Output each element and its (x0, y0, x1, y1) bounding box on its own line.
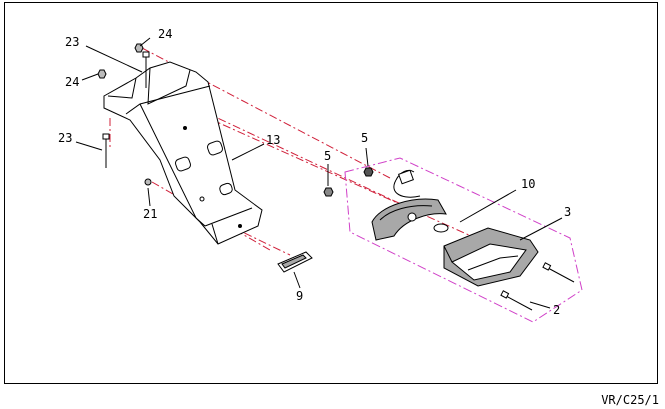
tail-light-housing (443, 227, 539, 287)
diagram-reference-code: VR/C25/1 (601, 393, 659, 407)
callout-10: 10 (521, 177, 535, 191)
callout-5-b: 5 (361, 131, 368, 145)
callout-24-left: 24 (65, 75, 79, 89)
callout-3: 3 (564, 205, 571, 219)
screw-2-lower (500, 290, 533, 311)
washer-21 (144, 178, 152, 186)
callout-2: 2 (553, 303, 560, 317)
callout-21: 21 (143, 207, 157, 221)
leader-lines (75, 37, 563, 309)
reflector-9 (277, 251, 313, 273)
nut-24-top (134, 43, 144, 53)
tail-light-assembly-outline (344, 157, 583, 323)
callout-23-left: 23 (58, 131, 72, 145)
lamp-socket-assembly (371, 169, 449, 241)
screw-23-left (102, 133, 110, 168)
callout-5-a: 5 (324, 149, 331, 163)
callout-24-top: 24 (158, 27, 172, 41)
callout-9: 9 (296, 289, 303, 303)
screw-2-upper (542, 262, 575, 283)
nut-24-left (97, 69, 107, 79)
nut-5-a (323, 187, 334, 197)
screw-23-top (142, 51, 150, 88)
callout-23-top: 23 (65, 35, 79, 49)
mounting-bracket (103, 61, 263, 245)
callout-13: 13 (266, 133, 280, 147)
nut-5-b (363, 167, 374, 177)
